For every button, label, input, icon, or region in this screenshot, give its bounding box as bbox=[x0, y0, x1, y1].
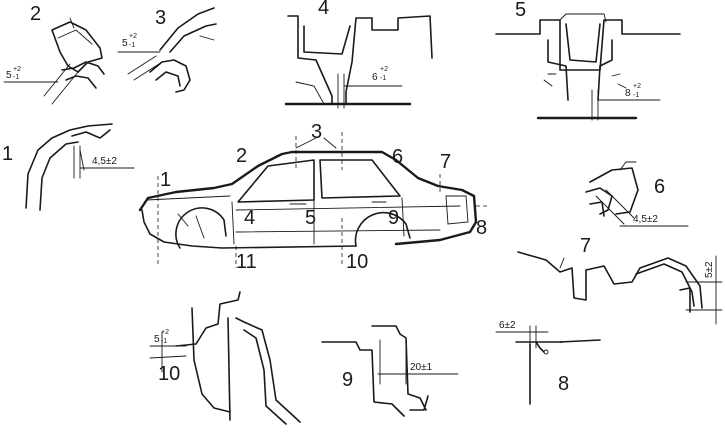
detail-4-number: 4 bbox=[318, 0, 329, 19]
detail-2: 2 5 +2 -1 bbox=[3, 3, 105, 105]
car-label-1: 1 bbox=[160, 169, 171, 191]
car-label-3: 3 bbox=[311, 121, 322, 143]
detail-10-number: 10 bbox=[158, 363, 180, 385]
detail-4-dim-sub: -1 bbox=[380, 75, 386, 82]
detail-4-dim-sup: +2 bbox=[380, 66, 388, 73]
detail-8-number: 8 bbox=[558, 373, 569, 395]
detail-3-number: 3 bbox=[155, 7, 166, 29]
detail-8-dim: 6±2 bbox=[499, 320, 516, 331]
detail-4-dim-value: 6 bbox=[372, 72, 378, 83]
detail-2-dim-sup: +2 bbox=[13, 66, 21, 73]
detail-2-dim-value: 5 bbox=[6, 70, 12, 81]
car-label-2: 2 bbox=[236, 145, 247, 167]
detail-7-dim: 5±2 bbox=[704, 261, 715, 278]
car-label-11: 11 bbox=[236, 251, 257, 273]
car-label-6: 6 bbox=[392, 146, 403, 168]
detail-1-dim: 4,5±2 bbox=[92, 156, 117, 167]
detail-3-dim-sub: -1 bbox=[129, 42, 135, 49]
detail-10-dim-sub: -1 bbox=[161, 338, 167, 345]
detail-5-number: 5 bbox=[515, 0, 526, 21]
detail-5-dim-value: 8 bbox=[625, 88, 631, 99]
detail-9-dim: 20±1 bbox=[410, 362, 433, 373]
detail-6-number: 6 bbox=[654, 176, 665, 198]
car-label-5: 5 bbox=[305, 207, 316, 229]
detail-3-dim-sup: +2 bbox=[129, 33, 137, 40]
car-label-8: 8 bbox=[476, 217, 487, 239]
detail-6-dim: 4,5±2 bbox=[633, 214, 658, 225]
detail-2-number: 2 bbox=[30, 3, 41, 25]
detail-7: 7 5±2 bbox=[517, 235, 723, 325]
detail-3-dim-value: 5 bbox=[122, 38, 128, 49]
detail-10-dim-sup: +2 bbox=[161, 329, 169, 336]
car-body: 1 2 3 4 5 6 7 8 9 10 11 bbox=[138, 121, 488, 273]
detail-10: 10 5 +2 -1 bbox=[149, 291, 301, 425]
detail-9: 9 20±1 bbox=[321, 325, 459, 417]
detail-3: 3 5 +2 -1 bbox=[117, 7, 217, 93]
detail-1-number: 1 bbox=[2, 143, 13, 165]
detail-9-number: 9 bbox=[342, 369, 353, 391]
detail-2-dim-sub: -1 bbox=[13, 74, 19, 81]
detail-5-dim-sub: -1 bbox=[633, 92, 639, 99]
detail-6: 6 4,5±2 bbox=[585, 161, 689, 227]
detail-4: 4 6 +2 -1 bbox=[284, 0, 433, 109]
car-label-4: 4 bbox=[244, 207, 255, 229]
detail-7-number: 7 bbox=[580, 235, 591, 257]
car-label-7: 7 bbox=[440, 151, 451, 173]
detail-5: 5 8 +2 -1 bbox=[495, 0, 681, 121]
car-label-10: 10 bbox=[346, 251, 368, 273]
car-label-9: 9 bbox=[388, 207, 399, 229]
detail-1: 1 4,5±2 bbox=[2, 123, 135, 211]
detail-5-dim-sup: +2 bbox=[633, 83, 641, 90]
detail-10-dim-value: 5 bbox=[154, 334, 160, 345]
detail-8: 8 6±2 bbox=[495, 320, 601, 405]
